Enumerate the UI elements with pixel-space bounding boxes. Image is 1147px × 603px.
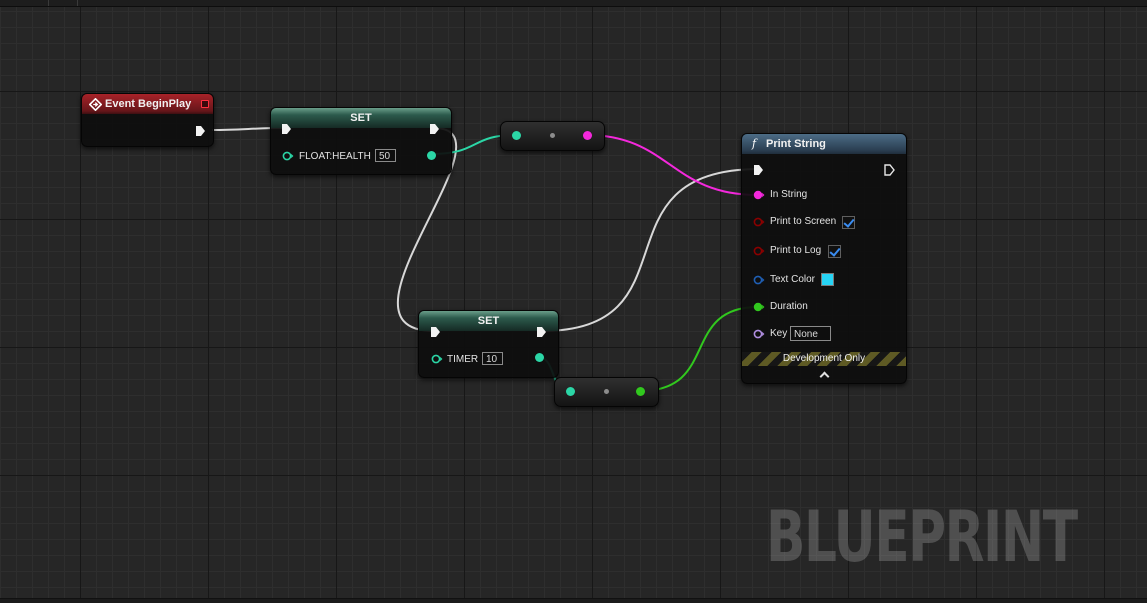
toolbar-separator — [48, 0, 49, 6]
duration-label: Duration — [770, 301, 808, 312]
print-string-header[interactable]: f Print String — [742, 134, 906, 154]
set-timer-node[interactable]: SET TIMER 10 — [418, 310, 559, 378]
set-timer-header[interactable]: SET — [419, 311, 558, 331]
print-string-node[interactable]: f Print String In String Print to Screen… — [741, 133, 907, 384]
set-health-node[interactable]: SET FLOAT:HEALTH 50 — [270, 107, 452, 175]
exec-in-pin[interactable] — [430, 326, 441, 338]
exec-in-pin[interactable] — [753, 164, 764, 176]
exec-out-pin[interactable] — [884, 164, 895, 176]
string-out-pin[interactable] — [582, 130, 593, 141]
key-label: Key — [770, 328, 788, 339]
chevron-up-icon[interactable] — [819, 371, 830, 382]
int-out-pin[interactable] — [635, 386, 646, 397]
print-to-log-checkbox[interactable] — [828, 245, 841, 258]
event-beginplay-node[interactable]: Event BeginPlay — [81, 93, 214, 147]
string-wire-conversion-to-in-string[interactable] — [585, 134, 759, 196]
exec-out-pin[interactable] — [429, 123, 440, 135]
print-to-screen-checkbox[interactable] — [842, 216, 855, 229]
conversion-dot — [604, 389, 609, 394]
blueprint-watermark: BLUEPRINT — [766, 496, 1078, 578]
health-value-field[interactable]: 50 — [375, 149, 396, 162]
toolbar-separator — [77, 0, 78, 6]
print-to-log-label: Print to Log — [770, 245, 822, 256]
function-f-icon: f — [752, 137, 757, 150]
float-in-pin[interactable] — [565, 386, 576, 397]
exec-out-pin[interactable] — [536, 326, 547, 338]
print-to-screen-label: Print to Screen — [770, 216, 837, 227]
print-string-title: Print String — [766, 138, 826, 150]
float-to-string-conversion-node[interactable] — [500, 121, 605, 151]
bool-in-pin[interactable] — [753, 246, 765, 256]
set-health-header[interactable]: SET — [271, 108, 451, 128]
top-toolbar-strip — [0, 0, 1147, 7]
development-only-banner: Development Only — [742, 352, 906, 366]
exec-wire-set-health-to-set-timer[interactable] — [397, 127, 458, 332]
conversion-dot — [550, 133, 555, 138]
in-string-label: In String — [770, 189, 808, 200]
string-in-pin[interactable] — [753, 190, 765, 200]
event-beginplay-title: Event BeginPlay — [105, 98, 192, 110]
bool-in-pin[interactable] — [753, 217, 765, 227]
float-in-pin[interactable] — [282, 151, 294, 161]
timer-pin-label: TIMER — [447, 354, 479, 365]
event-beginplay-header[interactable]: Event BeginPlay — [82, 94, 213, 114]
float-to-int-conversion-node[interactable] — [554, 377, 659, 407]
float-in-pin[interactable] — [511, 130, 522, 141]
event-diamond-icon — [89, 98, 102, 111]
exec-wire-set-timer-to-print-string[interactable] — [540, 168, 761, 332]
struct-in-pin[interactable] — [753, 275, 765, 285]
int-wire-conversion-to-duration[interactable] — [639, 306, 759, 392]
checkmark-icon — [829, 245, 841, 257]
bottom-status-strip — [0, 598, 1147, 603]
health-pin-label: FLOAT:HEALTH — [299, 151, 371, 162]
timer-value-field[interactable]: 10 — [482, 352, 503, 365]
float-out-pin[interactable] — [534, 352, 545, 363]
float-out-pin[interactable] — [426, 150, 437, 161]
event-delegate-pin[interactable] — [201, 100, 209, 108]
checkmark-icon — [843, 216, 855, 228]
exec-out-pin[interactable] — [195, 125, 206, 137]
name-in-pin[interactable] — [753, 329, 765, 339]
key-value-field[interactable]: None — [790, 326, 831, 341]
text-color-label: Text Color — [770, 274, 816, 285]
text-color-swatch[interactable] — [821, 273, 834, 286]
float-in-pin[interactable] — [753, 302, 765, 312]
float-in-pin[interactable] — [431, 354, 443, 364]
exec-in-pin[interactable] — [281, 123, 292, 135]
